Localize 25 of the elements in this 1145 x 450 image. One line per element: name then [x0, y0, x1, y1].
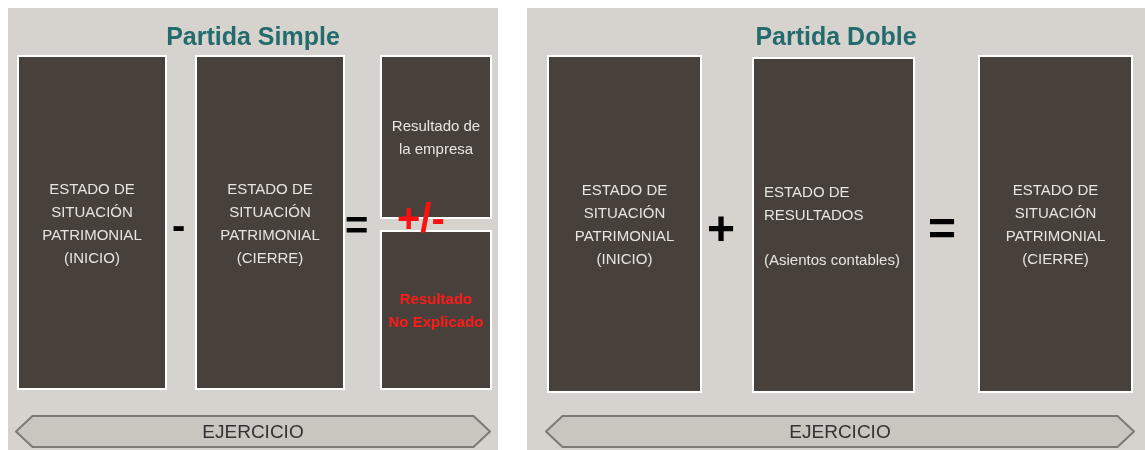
- box-text: ESTADO DE RESULTADOS: [764, 181, 865, 225]
- operator-sign: =: [928, 205, 957, 253]
- statement-box: [17, 55, 167, 390]
- section-panel: [527, 8, 1145, 450]
- band-label: EJERCICIO: [789, 420, 891, 443]
- operator-sign: +: [707, 205, 736, 253]
- operator-sign: -: [172, 205, 186, 245]
- section-heading: Partida Simple: [165, 22, 341, 51]
- box-text: ESTADO DE SITUACIÓN PATRIMONIAL (CIERRE): [1004, 180, 1107, 269]
- section-heading: Partida Doble: [754, 22, 918, 51]
- statement-box: [547, 55, 702, 393]
- section-panel: [8, 8, 498, 450]
- box-text: ESTADO DE SITUACIÓN PATRIMONIAL (INICIO): [573, 180, 676, 269]
- box-text: Resultado de la empresa: [390, 116, 482, 159]
- box-text: ESTADO DE SITUACIÓN PATRIMONIAL (INICIO): [41, 178, 143, 268]
- statement-box: [978, 55, 1133, 393]
- box-text: (Asientos contables): [764, 249, 900, 270]
- statement-box: [195, 55, 345, 390]
- box-text: ESTADO DE SITUACIÓN PATRIMONIAL (CIERRE): [219, 178, 321, 268]
- period-arrow-band: [545, 415, 1135, 448]
- period-arrow-band: [15, 415, 491, 448]
- box-text: Resultado No Explicado: [388, 289, 484, 332]
- operator-sign: =: [345, 205, 369, 245]
- statement-box: [752, 57, 915, 393]
- band-label: EJERCICIO: [202, 420, 304, 443]
